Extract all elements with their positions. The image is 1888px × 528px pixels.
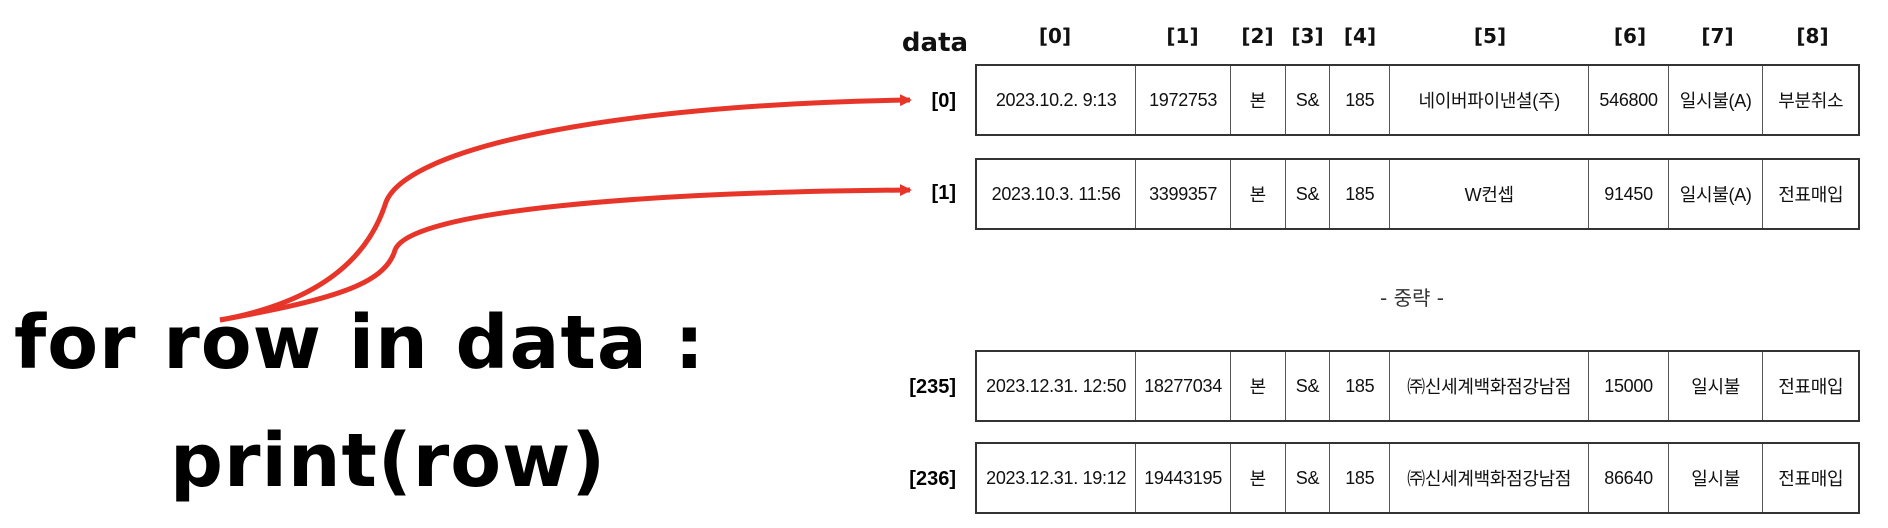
cell-payment: 일시불 [1669,352,1764,420]
cell-datetime: 2023.10.2. 9:13 [977,66,1137,134]
cell-status: 전표매입 [1778,469,1844,489]
column-header: [7] [1701,24,1734,48]
column-header: [6] [1613,24,1647,48]
cell-amount: 86640 [1589,444,1669,512]
cell-code: S& [1286,66,1331,134]
cell-status: 부분취소 [1778,91,1844,111]
cell-type: 본 [1231,160,1286,228]
table-row: 2023.12.31. 19:12 19443195 본 S& 185 ㈜신세계… [975,442,1860,514]
column-header: [5] [1473,24,1507,48]
cell-amount: 15000 [1589,352,1669,420]
column-headers: [0] [1] [2] [3] [4] [5] [6] [7] [8] [975,24,1860,54]
cell-type: 본 [1231,444,1286,512]
column-header: [1] [1166,24,1199,48]
column-header: [0] [1038,24,1072,48]
cell-status: 전표매입 [1778,377,1844,397]
cell-number: 185 [1330,352,1391,420]
code-for-loop-line: for row in data : [14,300,706,386]
row-index: [0] [931,90,956,112]
cell-id: 19443195 [1136,444,1231,512]
omitted-rows-marker: - 중략 - [1380,286,1444,310]
cell-merchant: ㈜신세계백화점강남점 [1390,352,1590,420]
cell-payment: 일시불 [1669,444,1764,512]
cell-datetime: 2023.10.3. 11:56 [977,160,1137,228]
cell-code: S& [1286,160,1331,228]
table-row: 2023.10.2. 9:13 1972753 본 S& 185 네이버파이낸셜… [975,64,1860,136]
data-label: data [901,28,969,58]
cell-merchant: 네이버파이낸셜(주) [1390,66,1590,134]
arrow-to-row-0 [219,94,912,323]
cell-id: 18277034 [1136,352,1231,420]
cell-merchant: ㈜신세계백화점강남점 [1390,444,1590,512]
table-row: 2023.10.3. 11:56 3399357 본 S& 185 W컨셉 91… [975,158,1860,230]
table-row: 2023.12.31. 12:50 18277034 본 S& 185 ㈜신세계… [975,350,1860,422]
row-index: [1] [931,182,956,204]
column-header: [8] [1796,24,1829,48]
cell-number: 185 [1330,66,1391,134]
cell-id: 3399357 [1136,160,1231,228]
cell-merchant: W컨셉 [1390,160,1590,228]
cell-number: 185 [1330,444,1391,512]
row-index: [236] [909,468,956,490]
cell-type: 본 [1231,66,1286,134]
column-header: [3] [1291,24,1324,48]
row-index: [235] [909,376,956,398]
cell-status: 전표매입 [1778,185,1844,205]
cell-amount: 91450 [1589,160,1669,228]
cell-id: 1972753 [1136,66,1231,134]
cell-datetime: 2023.12.31. 19:12 [977,444,1137,512]
cell-payment: 일시불(A) [1669,160,1764,228]
cell-number: 185 [1330,160,1391,228]
cell-code: S& [1286,444,1331,512]
code-print-line: print(row) [170,418,607,504]
cell-amount: 546800 [1589,66,1669,134]
cell-datetime: 2023.12.31. 12:50 [977,352,1137,420]
arrow-to-row-1 [219,184,912,323]
cell-code: S& [1286,352,1331,420]
column-header: [4] [1343,24,1377,48]
column-header: [2] [1241,24,1274,48]
cell-type: 본 [1231,352,1286,420]
cell-payment: 일시불(A) [1669,66,1764,134]
